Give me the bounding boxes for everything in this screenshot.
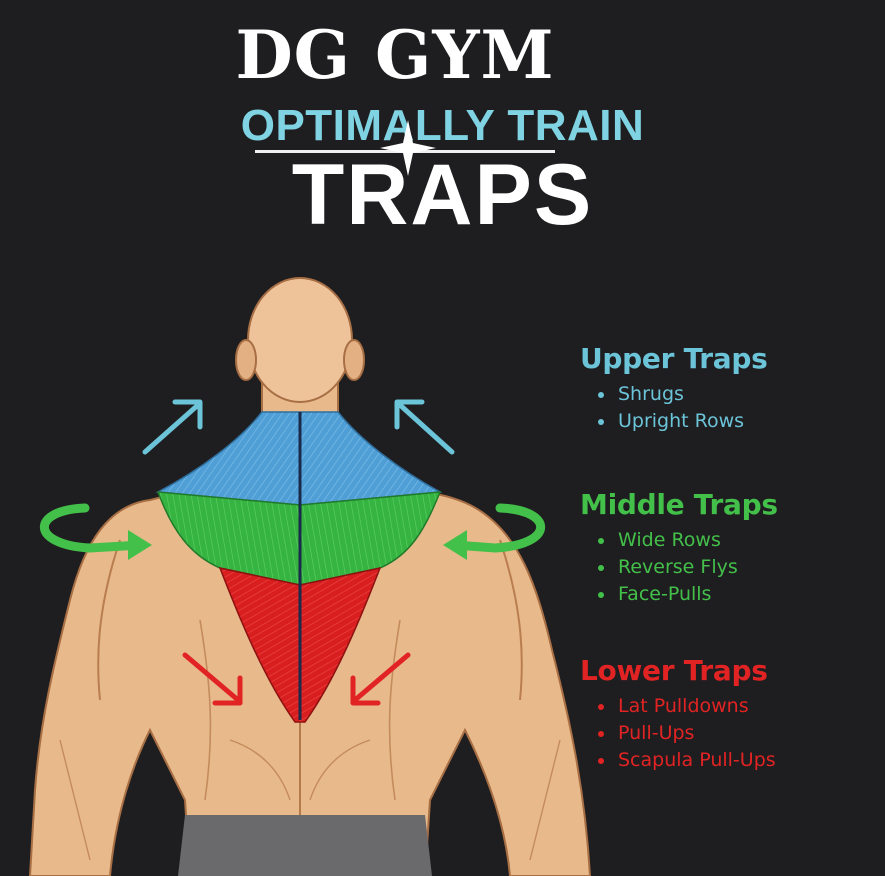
- legend-middle-title: Middle Traps: [580, 488, 778, 521]
- legend-middle-item: Face-Pulls: [598, 581, 778, 608]
- headline-title: TRAPS: [291, 147, 594, 243]
- legend-lower-traps: Lower Traps Lat Pulldowns Pull-Ups Scapu…: [580, 654, 776, 774]
- legend-lower-item: Scapula Pull-Ups: [598, 747, 776, 774]
- kicker-text: OPTIMALLY TRAIN: [240, 101, 645, 150]
- legend-lower-item: Pull-Ups: [598, 720, 776, 747]
- arrow-down-inward-icon: [182, 652, 411, 706]
- rotate-arrow-icon: [39, 503, 546, 560]
- sparkle-icon: [380, 120, 436, 176]
- brand-title: DG GYM: [235, 16, 555, 94]
- legend-upper-list: Shrugs Upright Rows: [580, 381, 768, 435]
- legend-middle-traps: Middle Traps Wide Rows Reverse Flys Face…: [580, 488, 778, 608]
- legend-middle-list: Wide Rows Reverse Flys Face-Pulls: [580, 527, 778, 608]
- legend-lower-title: Lower Traps: [580, 654, 768, 687]
- legend-upper-title: Upper Traps: [580, 342, 768, 375]
- legend-upper-traps: Upper Traps Shrugs Upright Rows: [580, 342, 768, 435]
- head: [235, 277, 365, 403]
- legend-lower-list: Lat Pulldowns Pull-Ups Scapula Pull-Ups: [580, 693, 776, 774]
- legend-upper-item: Shrugs: [598, 381, 768, 408]
- arrow-up-outward-icon: [142, 399, 455, 455]
- legend-upper-item: Upright Rows: [598, 408, 768, 435]
- legend-middle-item: Reverse Flys: [598, 554, 778, 581]
- legend-lower-item: Lat Pulldowns: [598, 693, 776, 720]
- legend-middle-item: Wide Rows: [598, 527, 778, 554]
